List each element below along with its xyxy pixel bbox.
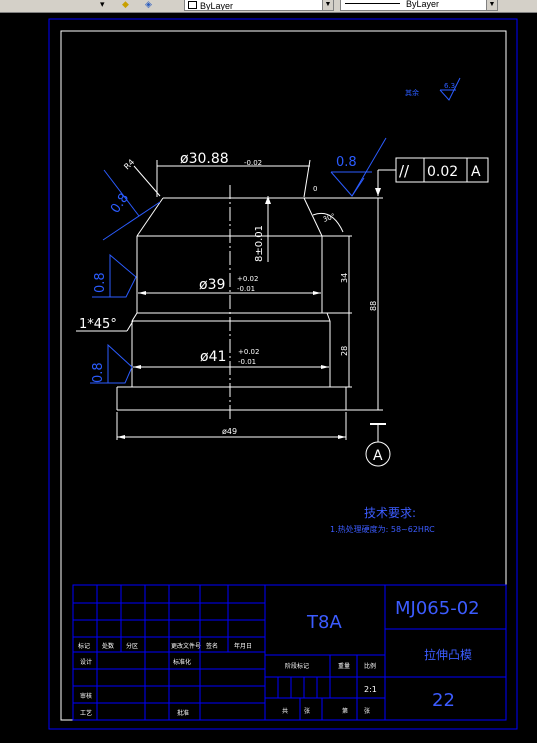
review-label: 审核 bbox=[80, 692, 92, 700]
sheet-unit-label-1: 张 bbox=[304, 707, 310, 715]
row-label-mark: 标记 bbox=[78, 642, 90, 650]
dim-angle: 30° bbox=[312, 212, 344, 233]
dim-height-8: 8±0.01 bbox=[254, 196, 271, 262]
row-label-zone: 分区 bbox=[126, 642, 138, 650]
process-label: 工艺 bbox=[80, 709, 92, 717]
row-label-change-doc: 更改文件号 bbox=[171, 642, 201, 650]
stage-label: 阶段标记 bbox=[285, 662, 309, 670]
title-block-labels: 标记 处数 分区 更改文件号 签名 年月日 设计 标准化 审核 工艺 批准 阶段… bbox=[78, 642, 376, 717]
dim-chamfer: 1*45° bbox=[76, 317, 134, 332]
row-label-date: 年月日 bbox=[234, 642, 252, 650]
dim-top-diameter-tol: -0.02 bbox=[244, 159, 262, 167]
dim-low-diameter-main: ø41 bbox=[200, 349, 226, 365]
dim-low-diameter: ø41 +0.02 -0.01 bbox=[133, 348, 329, 369]
radius-label: R4 bbox=[122, 157, 136, 171]
datum-label: A bbox=[373, 448, 383, 464]
dim-mid-diameter: ø39 +0.02 -0.01 bbox=[138, 275, 321, 295]
gdt-frame: // 0.02 A bbox=[375, 157, 489, 196]
dim-zero: 0 bbox=[313, 185, 317, 193]
dim-low-diameter-tol-lower: -0.01 bbox=[238, 358, 256, 366]
linetype-combo[interactable]: ByLayer ▼ bbox=[340, 0, 498, 11]
quantity-text: 22 bbox=[432, 690, 455, 711]
outer-frame bbox=[48, 18, 518, 730]
roughness-left-lower-value: 0.8 bbox=[91, 362, 106, 383]
dim-chamfer-text: 1*45° bbox=[79, 317, 117, 332]
layer-previous-icon[interactable]: ◈ bbox=[145, 0, 152, 9]
gdt-datum: A bbox=[471, 164, 481, 180]
dim-88-text: 88 bbox=[369, 301, 378, 311]
roughness-left-middle-value: 0.8 bbox=[93, 272, 108, 293]
roughness-left-middle: 0.8 bbox=[92, 253, 137, 298]
dim-28-text: 28 bbox=[340, 346, 349, 356]
dim-angle-text: 30° bbox=[322, 212, 336, 224]
roughness-check-mark bbox=[439, 77, 461, 101]
roughness-left-upper: 0.8 bbox=[102, 169, 161, 241]
dim-34-text: 34 bbox=[340, 273, 349, 283]
general-roughness-symbol: 其余 6.3 bbox=[405, 77, 461, 101]
datum-symbol: A bbox=[365, 423, 391, 467]
dim-mid-diameter-tol-upper: +0.02 bbox=[237, 275, 258, 283]
chevron-down-icon[interactable]: ▼ bbox=[322, 0, 333, 10]
dim-mid-diameter-tol-lower: -0.01 bbox=[237, 285, 255, 293]
general-roughness-value: 6.3 bbox=[444, 82, 455, 90]
general-roughness-prefix: 其余 bbox=[405, 88, 419, 97]
gdt-value: 0.02 bbox=[427, 164, 458, 180]
gdt-symbol: // bbox=[399, 162, 410, 180]
properties-toolbar: ▾ ◆ ◈ ByLayer ▼ ByLayer ▼ bbox=[0, 0, 537, 13]
layer-states-icon[interactable]: ◆ bbox=[122, 0, 129, 9]
drawing-number-text: MJ065-02 bbox=[395, 598, 480, 619]
sheet-total-label: 共 bbox=[282, 707, 288, 715]
dim-base-diameter: ø49 bbox=[116, 412, 347, 440]
approve-label: 批准 bbox=[177, 709, 189, 717]
color-swatch-icon bbox=[188, 1, 197, 9]
dim-height-8-text: 8±0.01 bbox=[254, 225, 265, 262]
color-combo[interactable]: ByLayer ▼ bbox=[184, 0, 334, 11]
dim-mid-diameter-main: ø39 bbox=[199, 277, 225, 293]
linetype-combo-label: ByLayer bbox=[406, 0, 440, 9]
roughness-left-lower: 0.8 bbox=[90, 343, 133, 384]
color-combo-label: ByLayer bbox=[200, 1, 234, 11]
dim-base-diameter-text: ø49 bbox=[222, 427, 237, 436]
roughness-left-upper-value: 0.8 bbox=[108, 191, 132, 217]
roughness-top: 0.8 bbox=[330, 137, 387, 197]
dim-top-diameter: ø30.88 -0.02 bbox=[156, 151, 311, 198]
designer-label: 设计 bbox=[80, 658, 92, 666]
standard-label: 标准化 bbox=[173, 658, 191, 666]
sheet-index-label: 第 bbox=[342, 707, 348, 715]
sheet-unit-label-2: 张 bbox=[364, 707, 370, 715]
scale-text: 2:1 bbox=[364, 685, 377, 694]
dim-top-diameter-main: ø30.88 bbox=[180, 151, 229, 167]
tech-item: 1.热处理硬度为: 58~62HRC bbox=[330, 524, 435, 534]
weight-label: 重量 bbox=[338, 662, 350, 670]
dim-low-diameter-tol-upper: +0.02 bbox=[238, 348, 259, 356]
row-label-sign: 签名 bbox=[206, 642, 218, 650]
radius-callout: R4 bbox=[122, 157, 161, 197]
material-text: T8A bbox=[306, 612, 342, 633]
row-label-count: 处数 bbox=[102, 642, 114, 650]
dropdown-arrow-icon[interactable]: ▾ bbox=[100, 0, 105, 9]
title-block bbox=[72, 584, 507, 721]
dim-right-stack bbox=[304, 197, 383, 411]
chevron-down-icon[interactable]: ▼ bbox=[486, 0, 497, 10]
part-name-text: 拉伸凸模 bbox=[424, 647, 472, 662]
scale-label: 比例 bbox=[364, 662, 376, 670]
part-outline bbox=[116, 197, 347, 411]
roughness-top-value: 0.8 bbox=[336, 155, 357, 170]
linetype-sample bbox=[345, 3, 400, 5]
tech-title: 技术要求: bbox=[364, 506, 416, 520]
